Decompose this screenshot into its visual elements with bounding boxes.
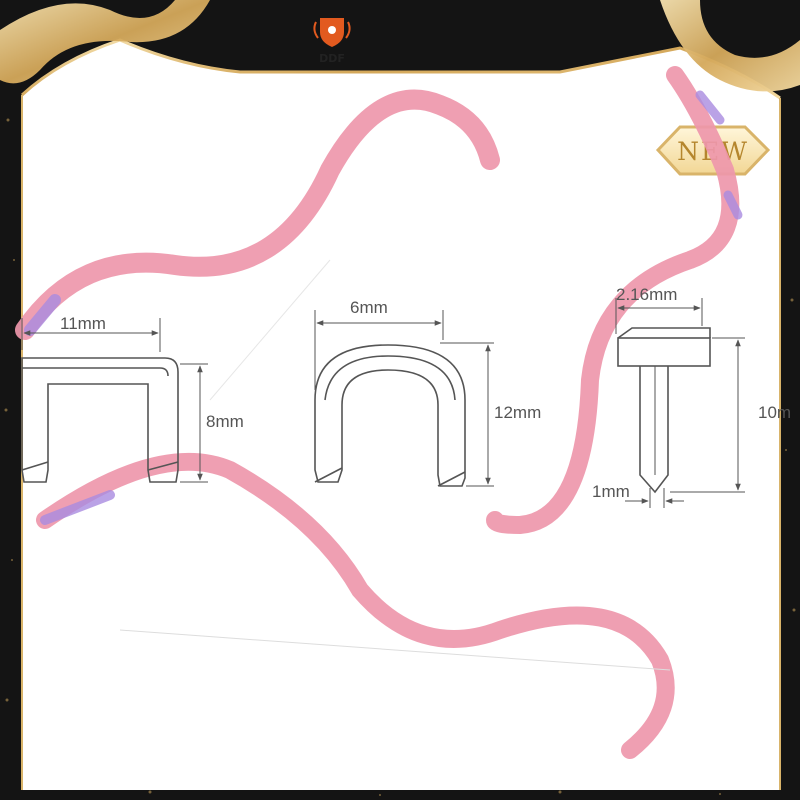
shield-crest-icon <box>313 18 351 47</box>
round-u-staple <box>314 310 494 487</box>
t-nail <box>615 298 745 508</box>
round-staple-width-label: 6mm <box>350 298 388 317</box>
gold-ribbon-left <box>0 0 210 84</box>
glitter-dots <box>4 118 796 796</box>
t-nail-head-label: 2.16mm <box>616 285 677 304</box>
brand-name: DDF <box>319 52 345 65</box>
flat-staple-height-label: 8mm <box>206 412 244 431</box>
gold-ribbon-right <box>660 0 800 92</box>
guide-line <box>209 259 331 401</box>
flat-staple-width-label: 11mm <box>60 314 106 333</box>
t-nail-tip-label: 1mm <box>592 482 630 501</box>
flat-u-staple <box>21 318 208 483</box>
guide-line <box>119 629 671 671</box>
t-nail-height-label: 10m <box>758 403 791 422</box>
round-staple-height-label: 12mm <box>494 403 541 422</box>
white-panel <box>22 40 780 790</box>
brand-logo: DDF <box>313 18 351 65</box>
